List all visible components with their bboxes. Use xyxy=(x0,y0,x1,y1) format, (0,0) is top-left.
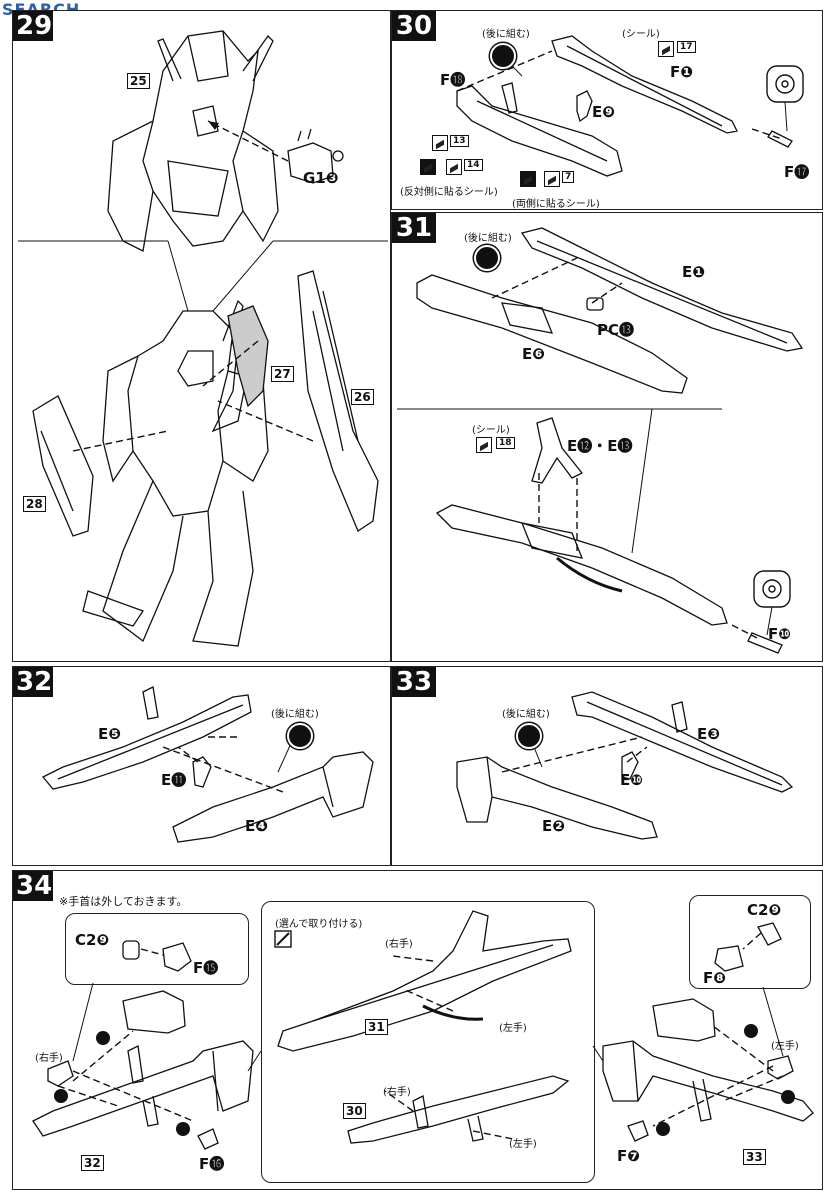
part-label-e12-e13: E⓬・E⓭ xyxy=(567,437,633,455)
part-label-e1: E❶ xyxy=(682,263,705,281)
part-label-f1: F❶ xyxy=(670,63,693,81)
step-33-panel: 33 (後に組む) E❸ E❿ E❷ xyxy=(391,666,823,866)
part-ref-26: 26 xyxy=(351,389,374,405)
part-label-f17: F⓱ xyxy=(784,163,810,181)
both-sides-icon xyxy=(520,171,536,187)
right-hand-label-center-2: (右手) xyxy=(383,1087,411,1098)
step-31-illustration xyxy=(397,227,804,654)
center-choose-box xyxy=(261,901,595,1183)
right-hand-label-left: (右手) xyxy=(35,1053,63,1064)
part-ref-31: 31 xyxy=(365,1019,388,1035)
step-30-number: 30 xyxy=(392,11,436,41)
part-label-e4: E❹ xyxy=(245,817,268,835)
part-label-g1: G1❸ xyxy=(303,169,339,187)
sticker-icon xyxy=(658,41,674,57)
part-ref-28: 28 xyxy=(23,496,46,512)
sticker-icon xyxy=(544,171,560,187)
later-assemble-marker xyxy=(490,43,516,69)
part-label-f15: F⓯ xyxy=(193,959,219,977)
left-hand-label-center-1: (左手) xyxy=(499,1023,527,1034)
step-32-panel: 32 E❺ E⓫ E❹ (後に組む) xyxy=(12,666,391,866)
step-33-illustration xyxy=(456,691,794,840)
sticker-icon xyxy=(476,437,492,453)
later-assemble-marker xyxy=(516,723,542,749)
step-31-panel: 31 xyxy=(391,212,823,662)
step-34-panel: 34 ※手首は外しておきます。 xyxy=(12,870,823,1190)
part-ref-27: 27 xyxy=(271,366,294,382)
part-label-f8: F❽ xyxy=(703,969,726,987)
step-32-number: 32 xyxy=(13,667,53,697)
sticker-17: 17 xyxy=(677,41,696,53)
sticker-14: 14 xyxy=(464,159,483,171)
step-32-illustration xyxy=(41,686,374,843)
sticker-7: 7 xyxy=(562,171,575,183)
part-label-e3: E❸ xyxy=(697,725,720,743)
part-ref-32: 32 xyxy=(81,1155,104,1171)
note-later-assemble: (後に組む) xyxy=(482,29,530,40)
part-ref-33: 33 xyxy=(743,1149,766,1165)
note-opposite-side: (反対側に貼るシール) xyxy=(400,187,498,198)
note-seal: (シール) xyxy=(622,29,660,40)
note-later-assemble: (後に組む) xyxy=(502,709,550,720)
part-label-e11: E⓫ xyxy=(161,771,187,789)
part-ref-30: 30 xyxy=(343,1103,366,1119)
step-29-number: 29 xyxy=(13,11,53,41)
part-label-f7: F❼ xyxy=(617,1147,640,1165)
note-later-assemble: (後に組む) xyxy=(271,709,319,720)
step-30-panel: 30 (後に組む) (シール) 17 F⓲ F❶ E❾ F⓱ 13 xyxy=(391,10,823,210)
part-label-e10: E❿ xyxy=(620,771,643,789)
sticker-icon xyxy=(446,159,462,175)
part-label-e5: E❺ xyxy=(98,725,121,743)
later-assemble-marker xyxy=(474,245,500,271)
step-34-number: 34 xyxy=(13,871,53,901)
step-34-illustration xyxy=(32,910,814,1150)
right-hand-label-center-1: (右手) xyxy=(385,939,413,950)
left-hand-label-right: (左手) xyxy=(771,1041,799,1052)
part-label-f18: F⓲ xyxy=(440,71,466,89)
step-33-number: 33 xyxy=(392,667,436,697)
part-label-f10: F❿ xyxy=(768,625,791,643)
note-both-sides: (両側に貼るシール) xyxy=(512,199,600,210)
step-29-panel: 29 xyxy=(12,10,391,662)
step-31-number: 31 xyxy=(392,213,436,243)
part-label-c2-right: C2❾ xyxy=(747,901,782,919)
note-remove-wrists: ※手首は外しておきます。 xyxy=(59,895,188,908)
part-ref-25: 25 xyxy=(127,73,150,89)
part-label-e2: E❷ xyxy=(542,817,565,835)
part-label-pc13: PC⓭ xyxy=(597,321,635,339)
note-seal: (シール) xyxy=(472,425,510,436)
opposite-side-icon xyxy=(420,159,436,175)
part-label-e6: E❻ xyxy=(522,345,545,363)
sticker-18: 18 xyxy=(496,437,515,449)
step-29-illustration xyxy=(18,30,388,647)
sticker-icon xyxy=(432,135,448,151)
part-label-f16: F⓰ xyxy=(199,1155,225,1173)
left-hand-label-center-2: (左手) xyxy=(509,1139,537,1150)
later-assemble-marker xyxy=(287,723,313,749)
part-label-e9: E❾ xyxy=(592,103,615,121)
part-label-c2-left: C2❾ xyxy=(75,931,110,949)
sticker-13: 13 xyxy=(450,135,469,147)
choose-attach-note: (選んで取り付ける) xyxy=(275,919,363,930)
step-30-illustration xyxy=(456,35,804,177)
left-callout xyxy=(65,913,249,985)
note-later-assemble: (後に組む) xyxy=(464,233,512,244)
